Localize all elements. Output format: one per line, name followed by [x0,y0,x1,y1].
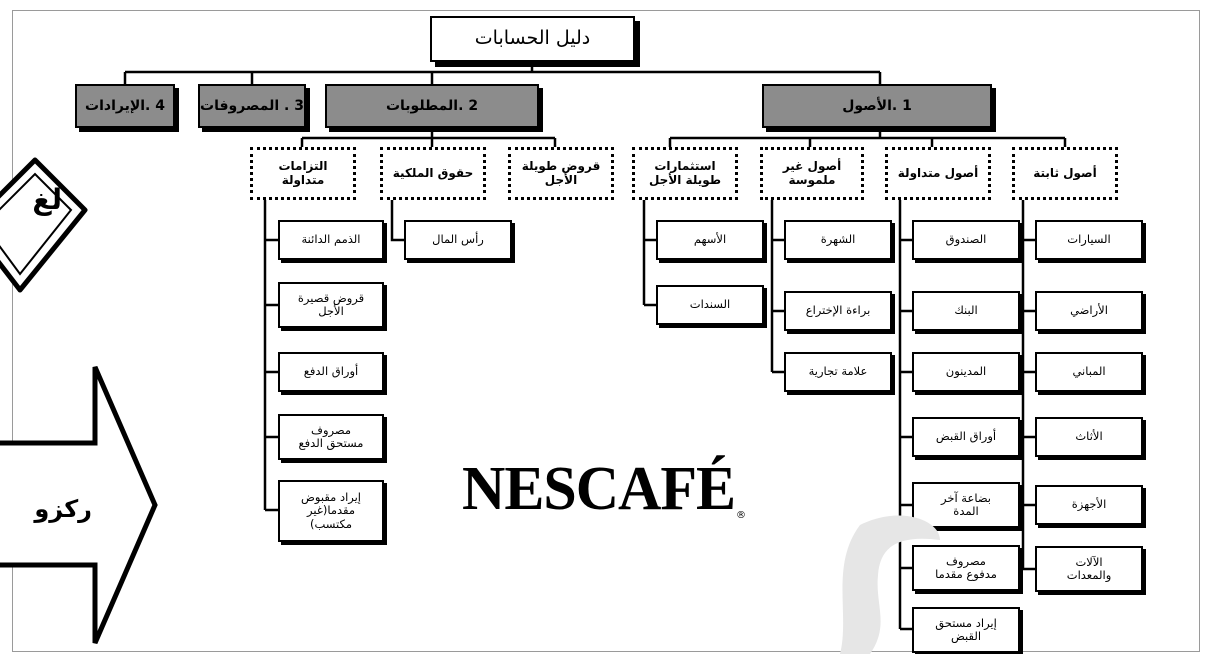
leaf-short-term-loans: قروض قصيرة الأجل [278,282,384,328]
leaf-accrued-revenue: إيراد مستحق القبض [912,607,1020,653]
leaf-machinery: الآلات والمعدات [1035,546,1143,592]
arrow-shape [0,366,158,644]
leaf-patent: براءة الإختراع [784,291,892,331]
leaf-cash: الصندوق [912,220,1020,260]
nescafe-logo: NESCAFÉ [462,453,736,523]
leaf-stocks: الأسهم [656,220,764,260]
leaf-lands: الأراضي [1035,291,1143,331]
sub-long-term-investments: استثمارات طويلة الأجل [632,147,738,200]
diagram-frame [12,10,1200,652]
stamp-shape [0,157,88,293]
leaf-buildings: المباني [1035,352,1143,392]
sub-intangible-assets: أصول غير ملموسة [760,147,864,200]
leaf-goodwill: الشهرة [784,220,892,260]
leaf-bank: البنك [912,291,1020,331]
leaf-debtors: المدينون [912,352,1020,392]
leaf-devices: الأجهزة [1035,485,1143,525]
sub-equity: حقوق الملكية [380,147,486,200]
leaf-prepaid-expense: مصروف مدفوع مقدما [912,545,1020,591]
watermark-shape [840,515,940,654]
registered-mark: ® [736,510,746,521]
leaf-unearned-revenue: إيراد مقبوض مقدما(غير مكتسب) [278,480,384,542]
leaf-capital: رأس المال [404,220,512,260]
sub-fixed-assets: أصول ثابتة [1012,147,1118,200]
leaf-accounts-payable: الذمم الدائنة [278,220,384,260]
sub-long-term-loans: قروض طويلة الأجل [508,147,614,200]
leaf-ending-inventory: بضاعة آخر المدة [912,482,1020,528]
leaf-notes-receivable: أوراق القبض [912,417,1020,457]
category-liabilities: 2 .المطلوبات [325,84,539,128]
arrow-text: ركزو [34,495,92,523]
leaf-bonds: السندات [656,285,764,325]
leaf-notes-payable: أوراق الدفع [278,352,384,392]
chart-title: دليل الحسابات [430,16,635,62]
leaf-accrued-expense: مصروف مستحق الدفع [278,414,384,460]
category-expenses: 3 . المصروفات [198,84,306,128]
category-assets: 1 .الأصول [762,84,992,128]
leaf-furniture: الأثاث [1035,417,1143,457]
leaf-trademark: علامة تجارية [784,352,892,392]
stamp-text: لغ [32,183,62,216]
leaf-cars: السيارات [1035,220,1143,260]
sub-current-liabilities: التزامات متداولة [250,147,356,200]
sub-current-assets: أصول متداولة [885,147,991,200]
category-revenues: 4 .الإيرادات [75,84,175,128]
